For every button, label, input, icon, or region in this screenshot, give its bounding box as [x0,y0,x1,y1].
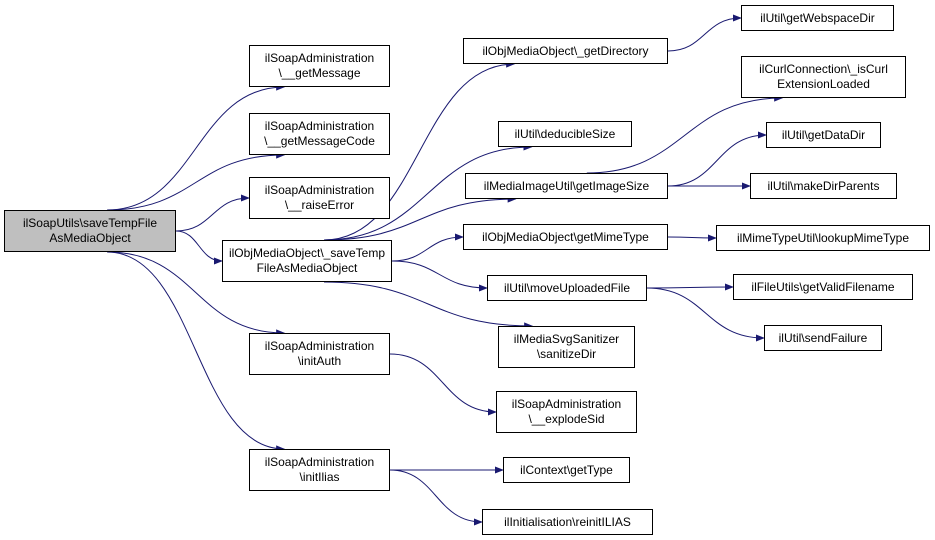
node-move-uploaded-line1: ilUtil\moveUploadedFile [503,280,631,295]
edge-root-to-get-message-code [107,151,286,211]
node-valid-filename[interactable]: ilFileUtils\getValidFilename [733,274,913,300]
node-svg-sanitizer-line2: \sanitizeDir [536,347,597,361]
node-curl-loaded[interactable]: ilCurlConnection\_isCurl ExtensionLoaded [741,56,906,98]
node-get-directory[interactable]: ilObjMediaObject\_getDirectory [463,38,668,64]
node-webspace-dir-line1: ilUtil\getWebspaceDir [760,10,875,25]
node-lookup-mime-line1: ilMimeTypeUtil\lookupMimeType [736,230,910,245]
edge-root-to-init-auth [107,251,286,337]
node-context-type-line1: ilContext\getType [520,462,613,477]
edge-root-to-get-message [107,83,286,211]
edge-get-image-size-to-curl-loaded [586,94,784,174]
node-save-temp-line1: ilObjMediaObject\_saveTemp [228,246,386,260]
node-get-message-code-line1: ilSoapAdministration [264,119,375,133]
node-raise-error-line2: \__raiseError [284,198,355,212]
node-reinit-line1: ilInitialisation\reinitILIAS [504,514,631,529]
node-explode-sid-line2: \__explodeSid [528,412,605,426]
node-curl-loaded-line1: ilCurlConnection\_isCurl [759,62,888,76]
node-data-dir[interactable]: ilUtil\getDataDir [766,122,881,148]
node-context-type[interactable]: ilContext\getType [503,457,630,483]
node-valid-filename-line1: ilFileUtils\getValidFilename [751,279,895,294]
node-make-dir-line1: ilUtil\makeDirParents [767,178,880,193]
edge-init-ilias-to-reinit [389,469,483,526]
node-deducible-size[interactable]: ilUtil\deducibleSize [498,121,632,147]
node-svg-sanitizer-line1: ilMediaSvgSanitizer [513,332,620,346]
node-get-directory-line1: ilObjMediaObject\_getDirectory [482,43,649,58]
node-send-failure-line1: ilUtil\sendFailure [778,330,868,345]
edge-get-directory-to-webspace-dir [667,14,742,52]
node-explode-sid-line1: ilSoapAdministration [511,397,622,411]
edge-save-temp-to-move-uploaded [391,260,488,292]
edge-init-auth-to-explode-sid [389,353,497,416]
node-get-message-code-line2: \__getMessageCode [264,134,375,148]
node-explode-sid[interactable]: ilSoapAdministration \__explodeSid [496,391,637,433]
node-make-dir[interactable]: ilUtil\makeDirParents [750,173,897,199]
node-get-message[interactable]: ilSoapAdministration \__getMessage [249,45,390,87]
edge-save-temp-to-get-image-size [323,195,517,241]
node-raise-error[interactable]: ilSoapAdministration \__raiseError [249,177,390,219]
node-curl-loaded-line2: ExtensionLoaded [777,77,870,91]
node-init-ilias[interactable]: ilSoapAdministration \initIlias [249,449,390,491]
node-save-temp-line2: FileAsMediaObject [256,261,358,275]
node-webspace-dir[interactable]: ilUtil\getWebspaceDir [741,5,894,31]
node-svg-sanitizer[interactable]: ilMediaSvgSanitizer \sanitizeDir [498,326,635,368]
node-send-failure[interactable]: ilUtil\sendFailure [764,325,882,351]
node-get-mime-type[interactable]: ilObjMediaObject\getMimeType [463,224,668,250]
node-get-image-size[interactable]: ilMediaImageUtil\getImageSize [465,173,668,199]
node-data-dir-line1: ilUtil\getDataDir [781,127,866,142]
node-init-auth-line1: ilSoapAdministration [264,339,375,353]
node-raise-error-line1: ilSoapAdministration [264,183,375,197]
node-get-message-line2: \__getMessage [278,66,361,80]
node-lookup-mime[interactable]: ilMimeTypeUtil\lookupMimeType [716,225,930,251]
edge-move-uploaded-to-valid-filename [646,283,734,291]
node-get-message-line1: ilSoapAdministration [264,51,375,65]
node-deducible-size-line1: ilUtil\deducibleSize [514,126,616,141]
node-root: ilSoapUtils\saveTempFile AsMediaObject [4,210,176,252]
edge-root-to-raise-error [175,194,250,232]
node-init-auth-line2: \initAuth [297,354,342,368]
node-init-ilias-line1: ilSoapAdministration [264,455,375,469]
node-root-line1: ilSoapUtils\saveTempFile [22,216,158,230]
node-reinit[interactable]: ilInitialisation\reinitILIAS [482,509,653,535]
edge-get-mime-type-to-lookup-mime [667,234,717,242]
node-get-message-code[interactable]: ilSoapAdministration \__getMessageCode [249,113,390,155]
edge-save-temp-to-get-directory [323,60,516,241]
node-get-mime-type-line1: ilObjMediaObject\getMimeType [482,229,649,244]
node-init-auth[interactable]: ilSoapAdministration \initAuth [249,333,390,375]
edge-move-uploaded-to-send-failure [646,287,765,342]
node-root-line2: AsMediaObject [49,231,131,245]
edge-save-temp-to-svg-sanitizer [323,281,534,330]
node-save-temp[interactable]: ilObjMediaObject\_saveTemp FileAsMediaOb… [222,240,392,282]
edge-root-to-init-ilias [107,251,286,453]
edge-get-image-size-to-data-dir [667,131,767,187]
edge-root-to-save-temp [175,230,223,265]
edge-save-temp-to-get-mime-type [391,233,464,262]
node-get-image-size-line1: ilMediaImageUtil\getImageSize [483,178,650,193]
edge-save-temp-to-deducible-size [323,143,533,241]
node-move-uploaded[interactable]: ilUtil\moveUploadedFile [487,275,647,301]
node-init-ilias-line2: \initIlias [299,470,340,484]
